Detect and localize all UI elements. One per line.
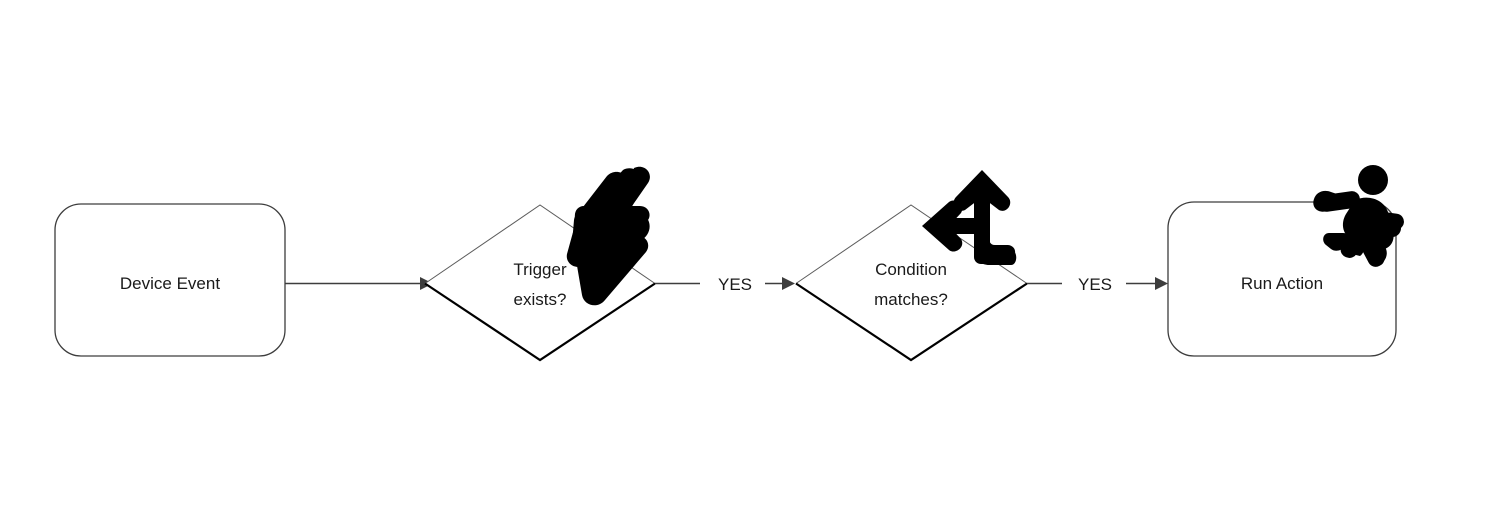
trigger-diamond-bottom-edges	[424, 282, 656, 362]
device-event-label: Device Event	[120, 274, 220, 293]
lightning-bolt-tail	[578, 222, 645, 291]
trigger-label-line1: Trigger	[513, 260, 567, 279]
edge-2-arrowhead	[782, 277, 795, 290]
edge-device-event-to-trigger[interactable]	[285, 277, 433, 290]
edge-2-label-yes: YES	[718, 275, 752, 294]
runner-back-arm-bar	[1318, 191, 1361, 212]
branch-elbow	[974, 238, 1017, 265]
edge-trigger-to-condition[interactable]: YES	[655, 275, 795, 294]
lightning-bolt-icon	[566, 166, 650, 306]
trigger-label-line2: exists?	[514, 290, 567, 309]
branch-left-arrowhead	[922, 200, 963, 252]
branch-up-arrowhead	[953, 170, 1011, 211]
edge-3-label-yes: YES	[1078, 275, 1112, 294]
branch-horizontal-bar	[945, 218, 988, 234]
device-event-box	[54, 203, 286, 357]
edge-condition-to-run-action[interactable]: YES	[1027, 275, 1168, 294]
condition-diamond-fill	[796, 205, 1027, 360]
runner-front-arm-bar	[1378, 212, 1404, 230]
condition-diamond-bottom-edges	[795, 282, 1028, 362]
runner-foot-bar	[1326, 234, 1352, 248]
node-device-event[interactable]: Device Event	[54, 203, 286, 357]
node-trigger-exists[interactable]: Trigger exists?	[424, 204, 656, 362]
runner-head	[1358, 165, 1388, 195]
running-person-icon	[1313, 165, 1404, 267]
edge-3-arrowhead	[1155, 277, 1168, 290]
branch-arrows-icon	[922, 170, 1017, 265]
condition-label-line1: Condition	[875, 260, 947, 279]
run-action-label: Run Action	[1241, 274, 1323, 293]
runner-front-leg	[1358, 232, 1385, 267]
condition-label-line2: matches?	[874, 290, 948, 309]
node-condition-matches[interactable]: Condition matches?	[795, 204, 1028, 362]
